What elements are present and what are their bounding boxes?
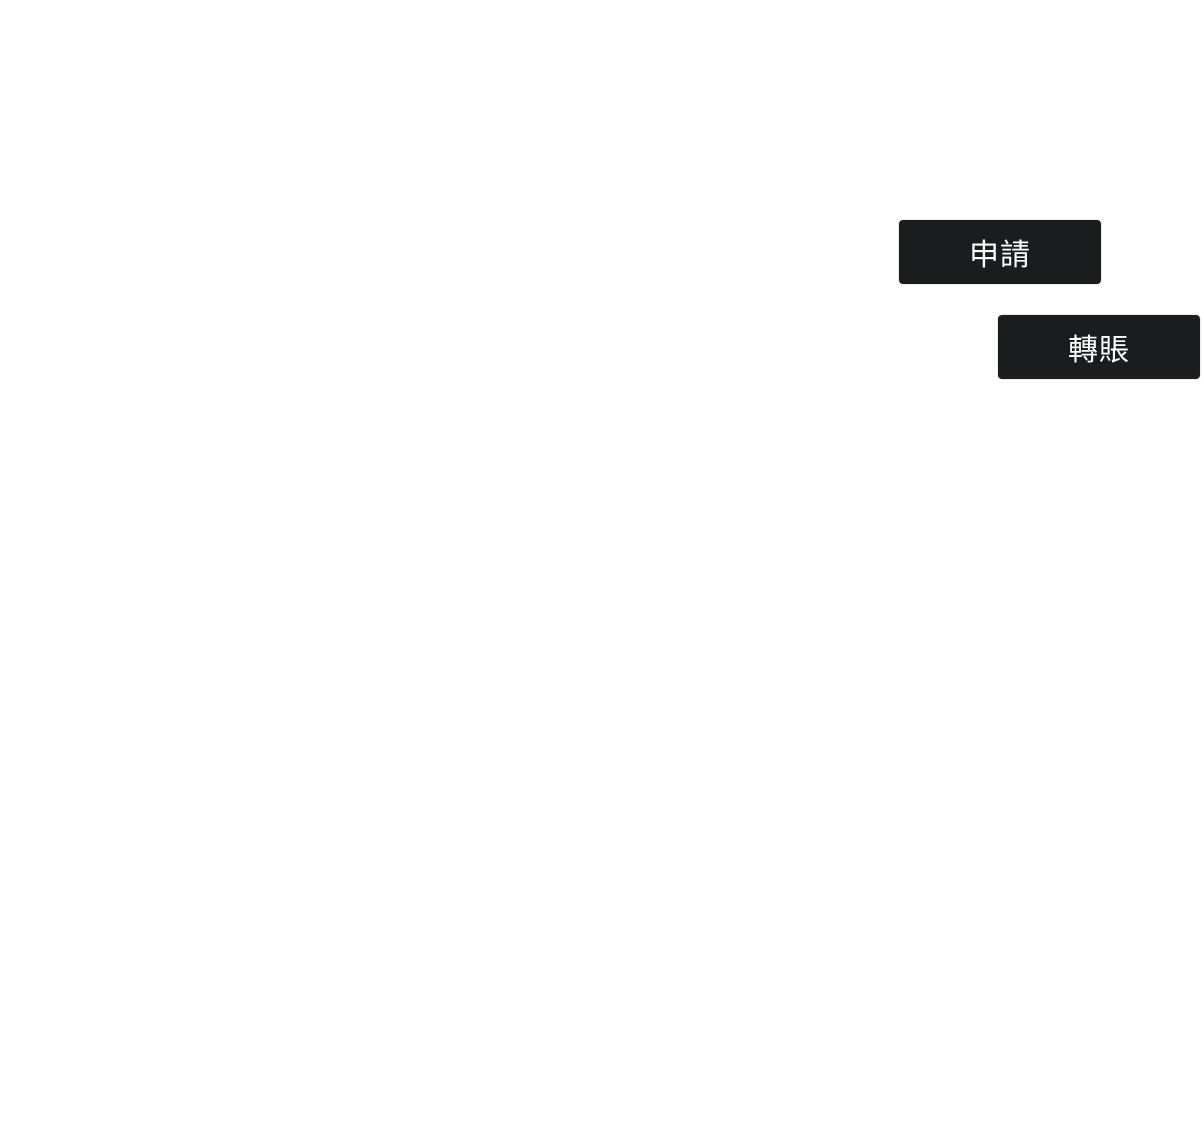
apply-button[interactable]: 申請 xyxy=(899,220,1101,284)
transfer-button[interactable]: 轉賬 xyxy=(998,315,1200,379)
